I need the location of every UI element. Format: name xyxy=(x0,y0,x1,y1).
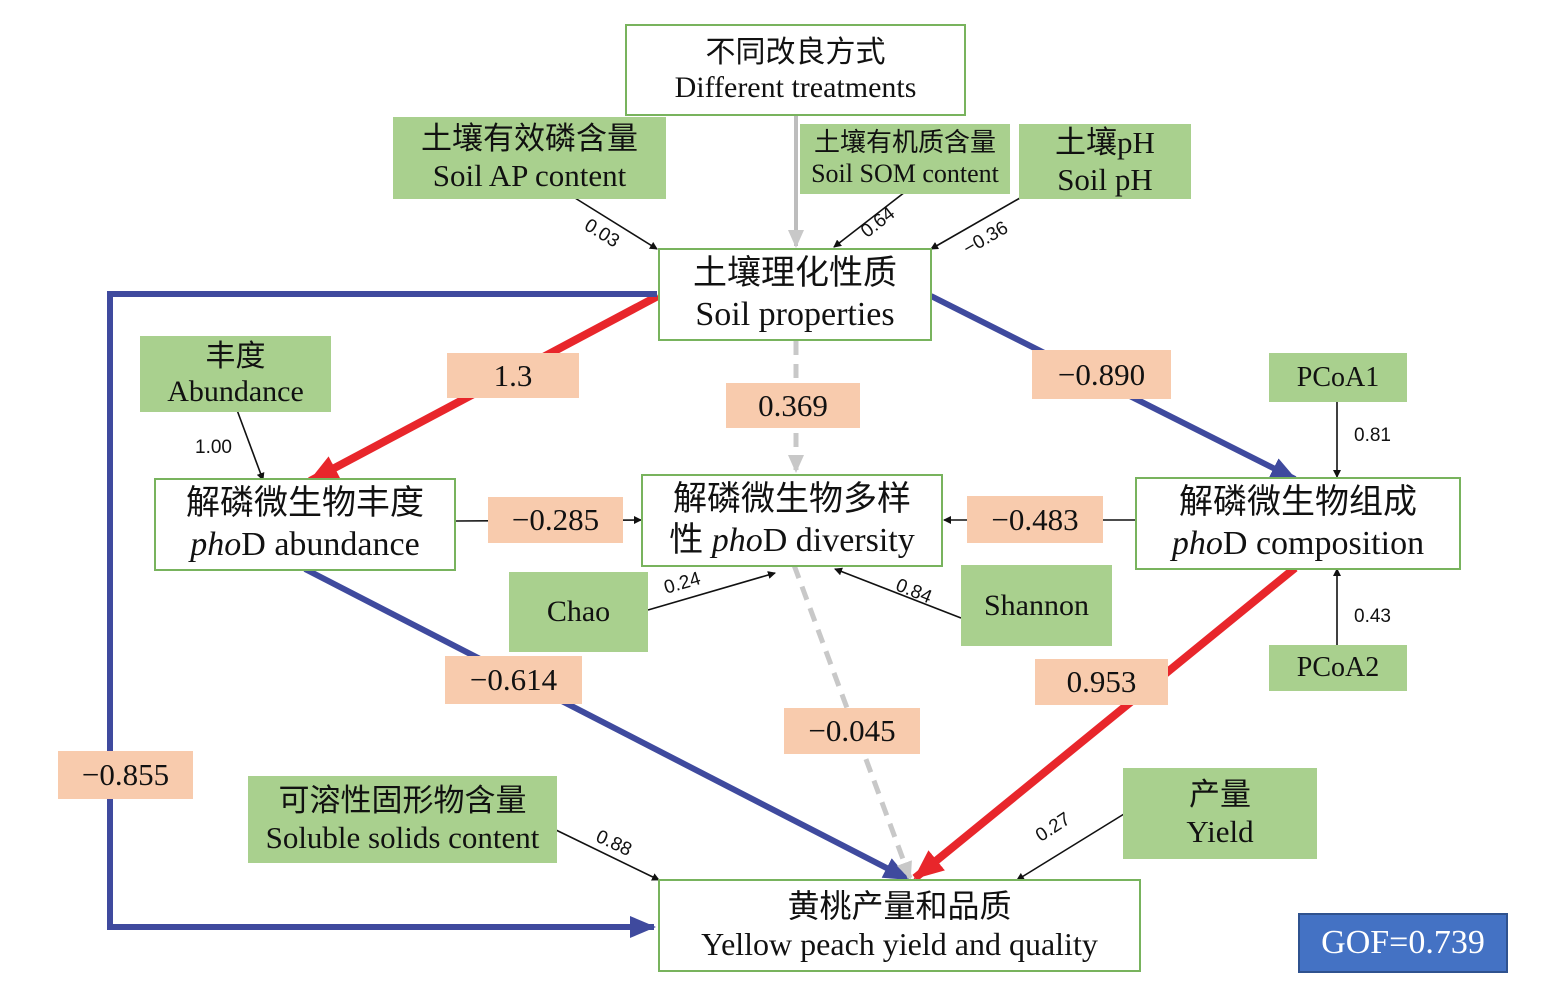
peach-box: 黄桃产量和品质 Yellow peach yield and quality xyxy=(658,879,1141,972)
ap-arrow xyxy=(574,197,658,250)
phod-composition-box: 解磷微生物组成 phoD composition xyxy=(1135,477,1461,570)
phod-diversity-cn2: 性 xyxy=(669,521,712,559)
phod-diversity-rest: D diversity xyxy=(762,521,915,559)
som-arrow xyxy=(833,191,906,248)
phod-diversity-box: 解磷微生物多样 性 phoD diversity xyxy=(641,474,943,567)
soil-ph-en: Soil pH xyxy=(1057,161,1153,197)
soil-ap-box: 土壤有效磷含量 Soil AP content xyxy=(393,117,666,199)
abundance-indicator-box: 丰度 Abundance xyxy=(140,336,331,412)
soil-som-cn: 土壤有机质含量 xyxy=(813,128,996,158)
phod-diversity-cn: 解磷微生物多样 xyxy=(673,481,911,519)
peach-en: Yellow peach yield and quality xyxy=(701,925,1098,962)
coef-abundance-to-peach: −0.614 xyxy=(445,656,582,704)
phod-diversity-italic: pho xyxy=(711,521,763,559)
coef-soil-to-composition: −0.890 xyxy=(1032,350,1171,399)
treatments-cn: 不同改良方式 xyxy=(705,35,886,69)
abundance-indicator-en: Abundance xyxy=(167,375,304,408)
yield-arrow xyxy=(1016,813,1125,881)
pcoa2-box: PCoA2 xyxy=(1269,645,1407,691)
gof-badge: GOF=0.739 xyxy=(1298,913,1508,973)
phod-diversity-en: 性 phoD diversity xyxy=(669,521,915,561)
soil-ap-en: Soil AP content xyxy=(432,158,627,193)
shannon-arrow xyxy=(834,567,962,619)
loading-abundance: 1.00 xyxy=(195,437,232,458)
yield-indicator-en: Yield xyxy=(1186,813,1254,849)
phod-abundance-cn: 解磷微生物丰度 xyxy=(186,485,424,523)
coef-soil-to-diversity: 0.369 xyxy=(726,383,860,428)
soil-to-peach-path xyxy=(107,291,657,938)
soil-properties-box: 土壤理化性质 Soil properties xyxy=(658,248,932,341)
abundance-to-peach-path xyxy=(303,566,910,882)
treatments-box: 不同改良方式 Different treatments xyxy=(625,24,966,116)
soluble-solids-box: 可溶性固形物含量 Soluble solids content xyxy=(248,776,557,863)
ph-arrow xyxy=(930,197,1021,250)
phod-abundance-rest: D abundance xyxy=(241,525,420,563)
peach-cn: 黄桃产量和品质 xyxy=(787,887,1012,924)
soil-properties-en: Soil properties xyxy=(695,295,895,333)
phod-composition-italic: pho xyxy=(1171,524,1223,562)
soluble-solids-en: Soluble solids content xyxy=(265,819,540,855)
coef-composition-to-diversity: −0.483 xyxy=(967,496,1103,543)
abundance-indicator-cn: 丰度 xyxy=(205,339,266,373)
abundance-indicator-arrow xyxy=(236,409,265,481)
chao-arrow xyxy=(647,571,776,611)
soil-ap-cn: 土壤有效磷含量 xyxy=(421,121,638,157)
soil-som-en: Soil SOM content xyxy=(811,159,999,188)
pcoa1-label: PCoA1 xyxy=(1296,361,1380,393)
soil-ph-box: 土壤pH Soil pH xyxy=(1019,124,1191,199)
coef-composition-to-peach: 0.953 xyxy=(1035,659,1168,705)
shannon-box: Shannon xyxy=(961,565,1112,646)
soluble-arrow xyxy=(555,829,660,881)
loading-pcoa1: 0.81 xyxy=(1354,425,1391,446)
yield-indicator-cn: 产量 xyxy=(1189,776,1251,812)
soluble-solids-cn: 可溶性固形物含量 xyxy=(278,782,527,818)
soil-properties-cn: 土壤理化性质 xyxy=(693,255,897,293)
phod-abundance-box: 解磷微生物丰度 phoD abundance xyxy=(154,478,456,571)
phod-composition-cn: 解磷微生物组成 xyxy=(1179,484,1417,522)
treatments-en: Different treatments xyxy=(674,71,917,104)
coef-soil-to-abundance: 1.3 xyxy=(447,353,579,398)
chao-label: Chao xyxy=(546,595,611,629)
coef-diversity-to-peach: −0.045 xyxy=(784,708,920,754)
coef-soil-to-peach: −0.855 xyxy=(58,751,193,799)
soil-som-box: 土壤有机质含量 Soil SOM content xyxy=(800,124,1010,194)
coef-abundance-to-diversity: −0.285 xyxy=(488,497,623,543)
phod-composition-rest: D composition xyxy=(1222,524,1425,562)
phod-abundance-en: phoD abundance xyxy=(190,525,419,565)
chao-box: Chao xyxy=(509,572,648,652)
shannon-label: Shannon xyxy=(984,588,1089,622)
phod-abundance-italic: pho xyxy=(190,525,242,563)
yield-indicator-box: 产量 Yield xyxy=(1123,768,1317,859)
composition-to-peach-path xyxy=(912,564,1298,882)
phod-composition-en: phoD composition xyxy=(1172,524,1424,564)
soil-ph-cn: 土壤pH xyxy=(1055,124,1155,160)
loading-pcoa2: 0.43 xyxy=(1354,606,1391,627)
pcoa1-box: PCoA1 xyxy=(1269,353,1407,402)
pcoa2-label: PCoA2 xyxy=(1296,652,1380,684)
